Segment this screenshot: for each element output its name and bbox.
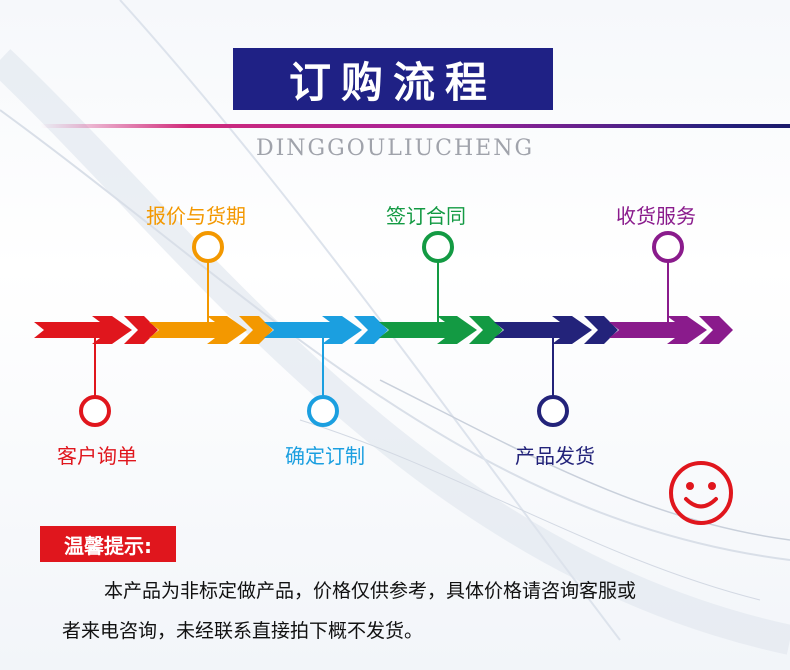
- step-label-2: 报价与货期: [146, 204, 246, 228]
- step-node-6: [652, 231, 684, 263]
- title-divider: [40, 124, 790, 128]
- process-flow-diagram: [34, 231, 733, 427]
- notice-title: 温馨提示:: [64, 533, 152, 558]
- page-subtitle: DINGGOULIUCHENG: [255, 136, 535, 161]
- step-node-3: [307, 395, 339, 427]
- step-label-1: 客户询单: [57, 444, 137, 468]
- step-node-2: [192, 231, 224, 263]
- smiley-face-icon: [669, 461, 733, 525]
- notice-text-line-2: 者来电咨询，未经联系直接拍下概不发货。: [62, 620, 424, 642]
- flow-arrow-2: [149, 316, 273, 344]
- step-node-4: [422, 231, 454, 263]
- flow-arrow-1: [34, 316, 158, 344]
- flow-arrow-4: [379, 316, 503, 344]
- flow-arrow-5: [494, 316, 618, 344]
- step-label-5: 产品发货: [515, 444, 595, 468]
- notice-text-line-1: 本产品为非标定做产品，价格仅供参考，具体价格请咨询客服或: [104, 580, 637, 602]
- title-banner: 订购流程: [233, 48, 553, 110]
- step-label-3: 确定订制: [285, 444, 365, 468]
- flow-arrow-6: [609, 316, 733, 344]
- step-label-4: 签订合同: [386, 204, 466, 228]
- step-node-5: [537, 395, 569, 427]
- step-label-6: 收货服务: [616, 204, 696, 228]
- page-title: 订购流程: [288, 57, 497, 107]
- flow-arrow-3: [264, 316, 388, 344]
- notice-title-box: 温馨提示:: [40, 526, 176, 562]
- step-node-1: [79, 395, 111, 427]
